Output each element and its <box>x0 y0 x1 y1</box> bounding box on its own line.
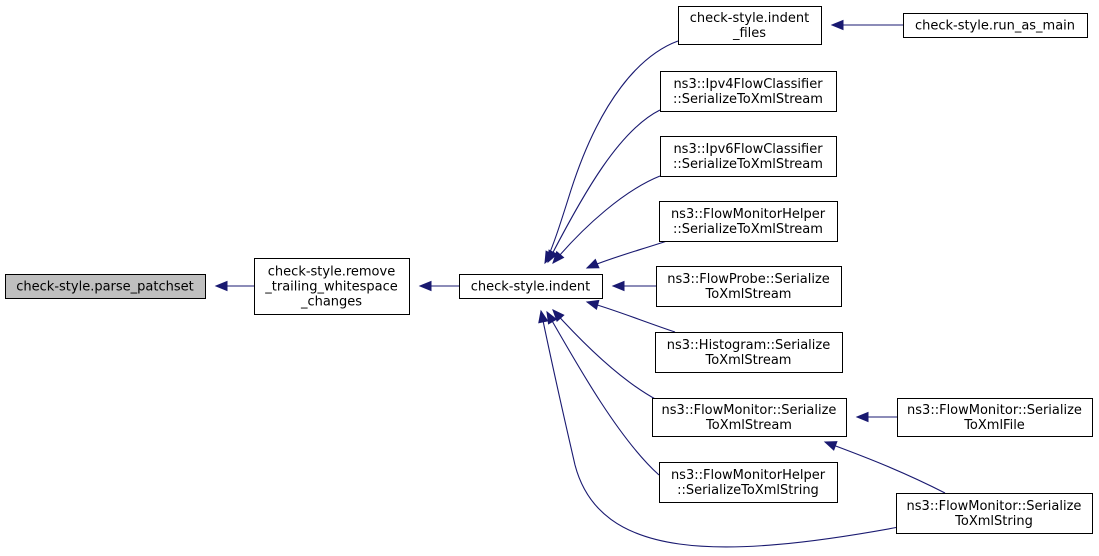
node-label-line: ToXmlString <box>954 514 1033 529</box>
node-box <box>678 6 822 45</box>
node-label-line: ToXmlStream <box>705 418 792 433</box>
node-label-line: check-style.indent <box>690 11 810 26</box>
edge-fmhelper_string-to-indent-arrowhead <box>546 310 558 325</box>
node-label-line: _files <box>732 26 766 41</box>
edge-indent_files-to-indent <box>544 40 679 264</box>
edge-fmhelper_string-to-indent <box>546 311 660 476</box>
node-box <box>659 462 838 503</box>
edge-fm_string-to-indent-arrowhead <box>538 309 549 324</box>
node-indent[interactable]: check-style.indent <box>459 274 603 299</box>
node-label-line: check-style.remove <box>268 265 395 280</box>
node-parse-patchset[interactable]: check-style.parse_patchset <box>5 274 206 299</box>
edge-fmhelper_stream-to-indent <box>586 240 668 269</box>
node-box <box>655 332 843 373</box>
edge-ipv4-to-indent-arrowhead <box>547 249 558 264</box>
node-box <box>896 493 1093 534</box>
edge-fmhelper_stream-to-indent-arrowhead <box>585 258 600 269</box>
edge-remove_trailing-to-parse_patchset-arrowhead <box>214 280 228 292</box>
node-box <box>660 71 837 112</box>
node-label-line: ::SerializeToXmlStream <box>673 92 823 107</box>
node-box <box>656 266 842 307</box>
node-label-line: ns3::Ipv6FlowClassifier <box>673 142 823 157</box>
node-label-line: ns3::FlowMonitor::Serialize <box>907 499 1082 514</box>
node-label-line: _trailing_whitespace <box>264 280 397 295</box>
node-fmhelper-string[interactable]: ns3::FlowMonitorHelper::SerializeToXmlSt… <box>659 462 838 503</box>
node-label-line: ns3::Histogram::Serialize <box>667 338 830 353</box>
node-label-line: check-style.run_as_main <box>915 19 1075 34</box>
node-remove-trailing[interactable]: check-style.remove_trailing_whitespace_c… <box>254 258 410 315</box>
node-label-line: check-style.indent <box>471 280 591 295</box>
node-flowprobe[interactable]: ns3::FlowProbe::SerializeToXmlStream <box>656 266 842 307</box>
node-label-line: ns3::Ipv4FlowClassifier <box>673 77 823 92</box>
node-box <box>5 274 206 299</box>
node-label-line: check-style.parse_patchset <box>16 280 193 295</box>
edge-histogram-to-indent-arrowhead <box>585 299 600 311</box>
node-label-line: ns3::FlowMonitorHelper <box>671 468 826 483</box>
node-histogram[interactable]: ns3::Histogram::SerializeToXmlStream <box>655 332 843 373</box>
edge-fm_stream-to-indent-arrowhead <box>552 309 565 323</box>
node-fm-stream[interactable]: ns3::FlowMonitor::SerializeToXmlStream <box>652 398 847 437</box>
edge-run_as_main-to-indent_files-arrowhead <box>830 19 844 31</box>
node-label-line: _changes <box>300 295 362 310</box>
node-box <box>459 274 603 299</box>
node-indent-files[interactable]: check-style.indent_files <box>678 6 822 45</box>
node-label-line: ToXmlFile <box>963 418 1025 433</box>
edge-fm_file-to-fm_stream-arrowhead <box>855 411 869 423</box>
node-box <box>659 201 838 242</box>
node-label-line: ns3::FlowMonitorHelper <box>671 207 826 222</box>
node-label-line: ns3::FlowProbe::Serialize <box>667 272 830 287</box>
node-ipv4[interactable]: ns3::Ipv4FlowClassifier::SerializeToXmlS… <box>660 71 837 112</box>
node-label-line: ns3::FlowMonitor::Serialize <box>907 403 1082 418</box>
node-ipv6[interactable]: ns3::Ipv6FlowClassifier::SerializeToXmlS… <box>660 136 837 177</box>
node-box <box>652 398 847 437</box>
edge-fm_stream-to-indent <box>552 309 658 401</box>
node-label-line: ::SerializeToXmlStream <box>673 222 823 237</box>
edge-fm_string-to-indent <box>540 310 900 548</box>
node-label-line: ::SerializeToXmlStream <box>673 157 823 172</box>
node-label-line: ToXmlStream <box>705 353 792 368</box>
node-label-line: ToXmlStream <box>705 287 792 302</box>
nodes-layer: check-style.parse_patchset check-style.re… <box>5 6 1093 534</box>
edge-indent-to-remove_trailing-arrowhead <box>418 280 432 292</box>
node-label-line: ::SerializeToXmlString <box>677 483 819 498</box>
node-fm-string[interactable]: ns3::FlowMonitor::SerializeToXmlString <box>896 493 1093 534</box>
edge-flowprobe-to-indent-arrowhead <box>611 280 625 292</box>
node-label-line: ns3::FlowMonitor::Serialize <box>662 403 837 418</box>
edge-ipv6-to-indent-arrowhead <box>552 250 565 265</box>
node-box <box>897 398 1093 437</box>
edge-fm_string-to-fm_stream <box>824 441 946 494</box>
node-box <box>903 13 1088 38</box>
node-run-as-main[interactable]: check-style.run_as_main <box>903 13 1088 38</box>
edge-fm_string-to-fm_stream-arrowhead <box>823 441 838 451</box>
edge-ipv6-to-indent <box>552 175 661 264</box>
edge-ipv4-to-indent <box>547 109 661 263</box>
node-box <box>254 258 410 315</box>
node-box <box>660 136 837 177</box>
node-fmhelper-stream[interactable]: ns3::FlowMonitorHelper::SerializeToXmlSt… <box>659 201 838 242</box>
edges-layer <box>214 19 946 548</box>
